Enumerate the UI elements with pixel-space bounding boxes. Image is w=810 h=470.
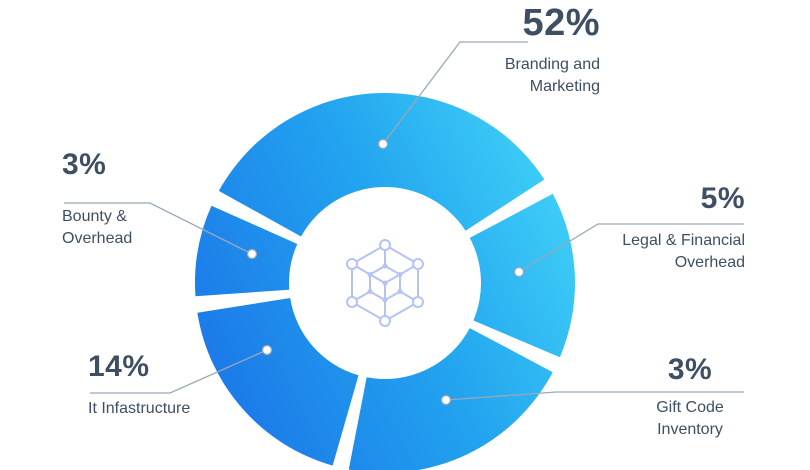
segment-label-gift-line1: Gift Code [656,399,724,416]
percent-value-branding: 52% [522,2,600,44]
leader-line-legal [518,223,744,273]
leader-line-bounty [64,202,253,255]
blockchain-network-icon [346,239,424,327]
callout-legal: 5% Legal & Financial Overhead [545,184,745,274]
segment-label-bounty-line1: Bounty & [62,208,127,225]
segment-label-gift-line2: Inventory [657,421,723,438]
percent-value-infra: 14% [88,350,150,383]
segment-label-legal-line2: Overhead [674,254,745,271]
anchor-dots [246,138,525,406]
callout-bounty: 3% Bounty & Overhead [62,150,242,250]
callout-branding: 52% Branding and Marketing [400,4,600,98]
anchor-dot-infra [261,344,273,356]
percent-value-legal: 5% [700,182,745,215]
segment-label-branding-line2: Marketing [529,78,600,95]
segment-label-branding-line1: Branding and [504,56,600,73]
anchor-dot-gift [440,394,452,406]
cube-corner-dots [367,263,403,303]
percent-value-gift: 3% [667,353,713,386]
anchor-dot-branding [377,138,389,150]
anchor-dot-legal [513,266,525,278]
leader-line-gift [445,391,744,401]
leader-lines [64,41,744,401]
pie-segment-infra [197,298,359,466]
segment-label-bounty-line2: Overhead [62,230,133,247]
network-spokes [351,245,419,321]
leader-line-branding [382,41,528,145]
pie-segment-branding [218,92,545,237]
percent-value-bounty: 3% [62,148,107,181]
callout-gift: 3% Gift Code Inventory [606,355,774,441]
segment-label-legal-line1: Legal & Financial [622,232,745,249]
anchor-dot-bounty [246,248,258,260]
network-nodes [346,239,424,327]
leader-line-infra [90,349,268,394]
segment-label-infra-line1: It Infastructure [88,400,191,417]
callout-infra: 14% It Infastructure [88,352,308,420]
